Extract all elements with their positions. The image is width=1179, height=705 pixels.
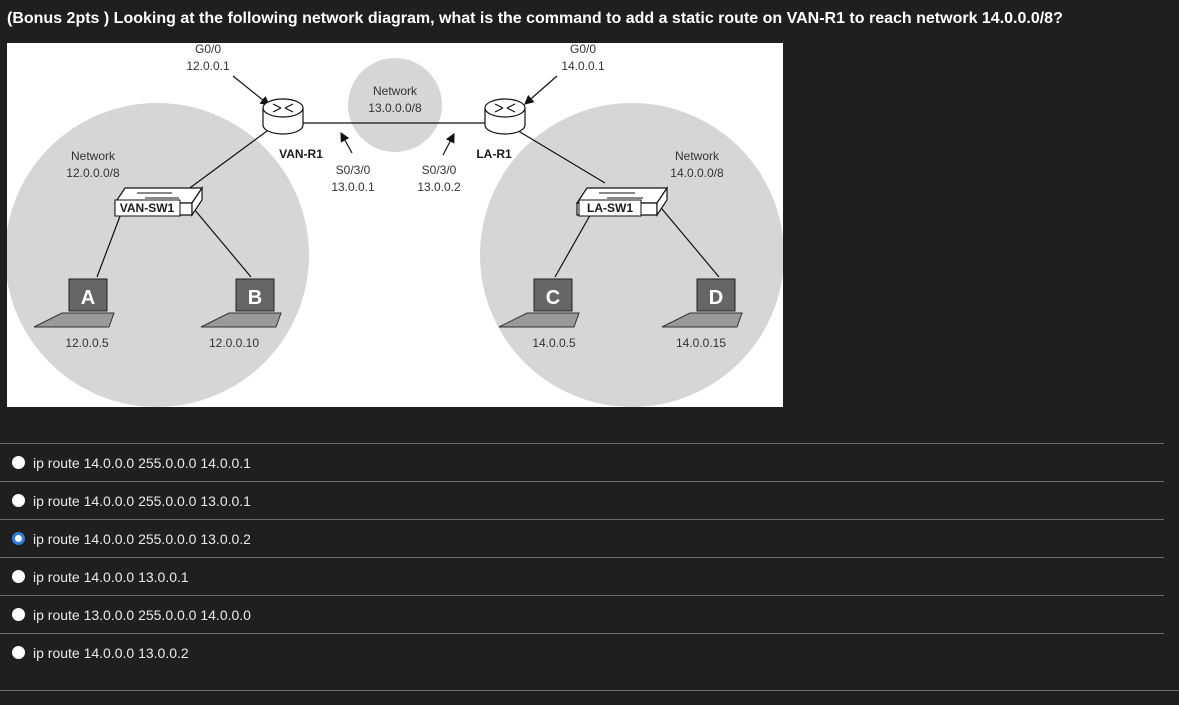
la-r1-sw-link bbox=[514, 128, 606, 184]
laptop-b-icon bbox=[200, 278, 282, 328]
la-r1-s-ip: 13.0.0.2 bbox=[417, 180, 461, 194]
option-label: ip route 14.0.0.0 255.0.0.0 13.0.0.1 bbox=[33, 492, 251, 509]
bottom-divider bbox=[0, 690, 1179, 691]
van-s-arrow bbox=[340, 131, 353, 154]
host-c-letter: C bbox=[546, 287, 560, 309]
option-label: ip route 14.0.0.0 13.0.0.2 bbox=[33, 644, 189, 661]
van-r1-s-ip: 13.0.0.1 bbox=[331, 180, 375, 194]
option-3[interactable]: ip route 14.0.0.0 255.0.0.0 13.0.0.2 bbox=[0, 519, 1164, 557]
host-b-letter: B bbox=[248, 287, 262, 309]
option-2[interactable]: ip route 14.0.0.0 255.0.0.0 13.0.0.1 bbox=[0, 481, 1164, 519]
answer-options: ip route 14.0.0.0 255.0.0.0 14.0.0.1 ip … bbox=[0, 443, 1164, 671]
mid-network-addr: 13.0.0.0/8 bbox=[368, 101, 422, 115]
van-g-arrow bbox=[232, 75, 270, 106]
van-r1-router-icon bbox=[262, 98, 304, 135]
van-r1-sw-link bbox=[182, 130, 268, 194]
right-network-bubble bbox=[480, 103, 783, 407]
option-5[interactable]: ip route 13.0.0.0 255.0.0.0 14.0.0.0 bbox=[0, 595, 1164, 633]
mid-network-bubble bbox=[348, 58, 442, 152]
la-s-arrow bbox=[442, 132, 455, 156]
option-label: ip route 13.0.0.0 255.0.0.0 14.0.0.0 bbox=[33, 606, 251, 623]
van-sw1-name: VAN-SW1 bbox=[120, 201, 175, 215]
laptop-a-icon bbox=[33, 278, 115, 328]
host-d-letter: D bbox=[709, 287, 723, 309]
la-r1-g-if: G0/0 bbox=[570, 43, 596, 56]
network-diagram: G0/0 12.0.0.1 G0/0 14.0.0.1 VAN-R1 LA-R1… bbox=[7, 43, 783, 407]
right-network-label: Network bbox=[675, 149, 720, 163]
mid-network-label: Network bbox=[373, 84, 418, 98]
radio-icon[interactable] bbox=[12, 494, 25, 507]
host-a-ip: 12.0.0.5 bbox=[65, 336, 109, 350]
laptop-c-icon bbox=[498, 278, 580, 328]
option-label: ip route 14.0.0.0 13.0.0.1 bbox=[33, 568, 189, 585]
van-sw-b-link bbox=[188, 202, 252, 278]
host-b-ip: 12.0.0.10 bbox=[209, 336, 259, 350]
radio-icon[interactable] bbox=[12, 532, 25, 545]
la-r1-g-ip: 14.0.0.1 bbox=[561, 59, 605, 73]
la-r1-s-if: S0/3/0 bbox=[422, 163, 457, 177]
van-r1-s-if: S0/3/0 bbox=[336, 163, 371, 177]
left-network-addr: 12.0.0.0/8 bbox=[66, 166, 120, 180]
van-r1-g-ip: 12.0.0.1 bbox=[186, 59, 230, 73]
option-label: ip route 14.0.0.0 255.0.0.0 14.0.0.1 bbox=[33, 454, 251, 471]
laptop-d-icon bbox=[661, 278, 743, 328]
la-g-arrow bbox=[524, 75, 558, 105]
radio-icon[interactable] bbox=[12, 608, 25, 621]
network-diagram-svg: G0/0 12.0.0.1 G0/0 14.0.0.1 VAN-R1 LA-R1… bbox=[7, 43, 783, 407]
van-r1-g-if: G0/0 bbox=[195, 43, 221, 56]
left-network-bubble bbox=[7, 103, 309, 407]
option-label: ip route 14.0.0.0 255.0.0.0 13.0.0.2 bbox=[33, 530, 251, 547]
la-sw1-name: LA-SW1 bbox=[587, 201, 633, 215]
la-r1-name: LA-R1 bbox=[476, 147, 512, 161]
radio-icon[interactable] bbox=[12, 456, 25, 469]
question-text: (Bonus 2pts ) Looking at the following n… bbox=[7, 10, 1063, 27]
radio-icon[interactable] bbox=[12, 570, 25, 583]
option-6[interactable]: ip route 14.0.0.0 13.0.0.2 bbox=[0, 633, 1164, 671]
host-c-ip: 14.0.0.5 bbox=[532, 336, 576, 350]
option-4[interactable]: ip route 14.0.0.0 13.0.0.1 bbox=[0, 557, 1164, 595]
right-network-addr: 14.0.0.0/8 bbox=[670, 166, 724, 180]
option-1[interactable]: ip route 14.0.0.0 255.0.0.0 14.0.0.1 bbox=[0, 443, 1164, 481]
van-r1-name: VAN-R1 bbox=[279, 147, 323, 161]
left-network-label: Network bbox=[71, 149, 116, 163]
host-a-letter: A bbox=[81, 287, 95, 309]
radio-icon[interactable] bbox=[12, 646, 25, 659]
host-d-ip: 14.0.0.15 bbox=[676, 336, 726, 350]
la-sw-d-link bbox=[656, 202, 720, 278]
la-r1-router-icon bbox=[484, 98, 526, 135]
